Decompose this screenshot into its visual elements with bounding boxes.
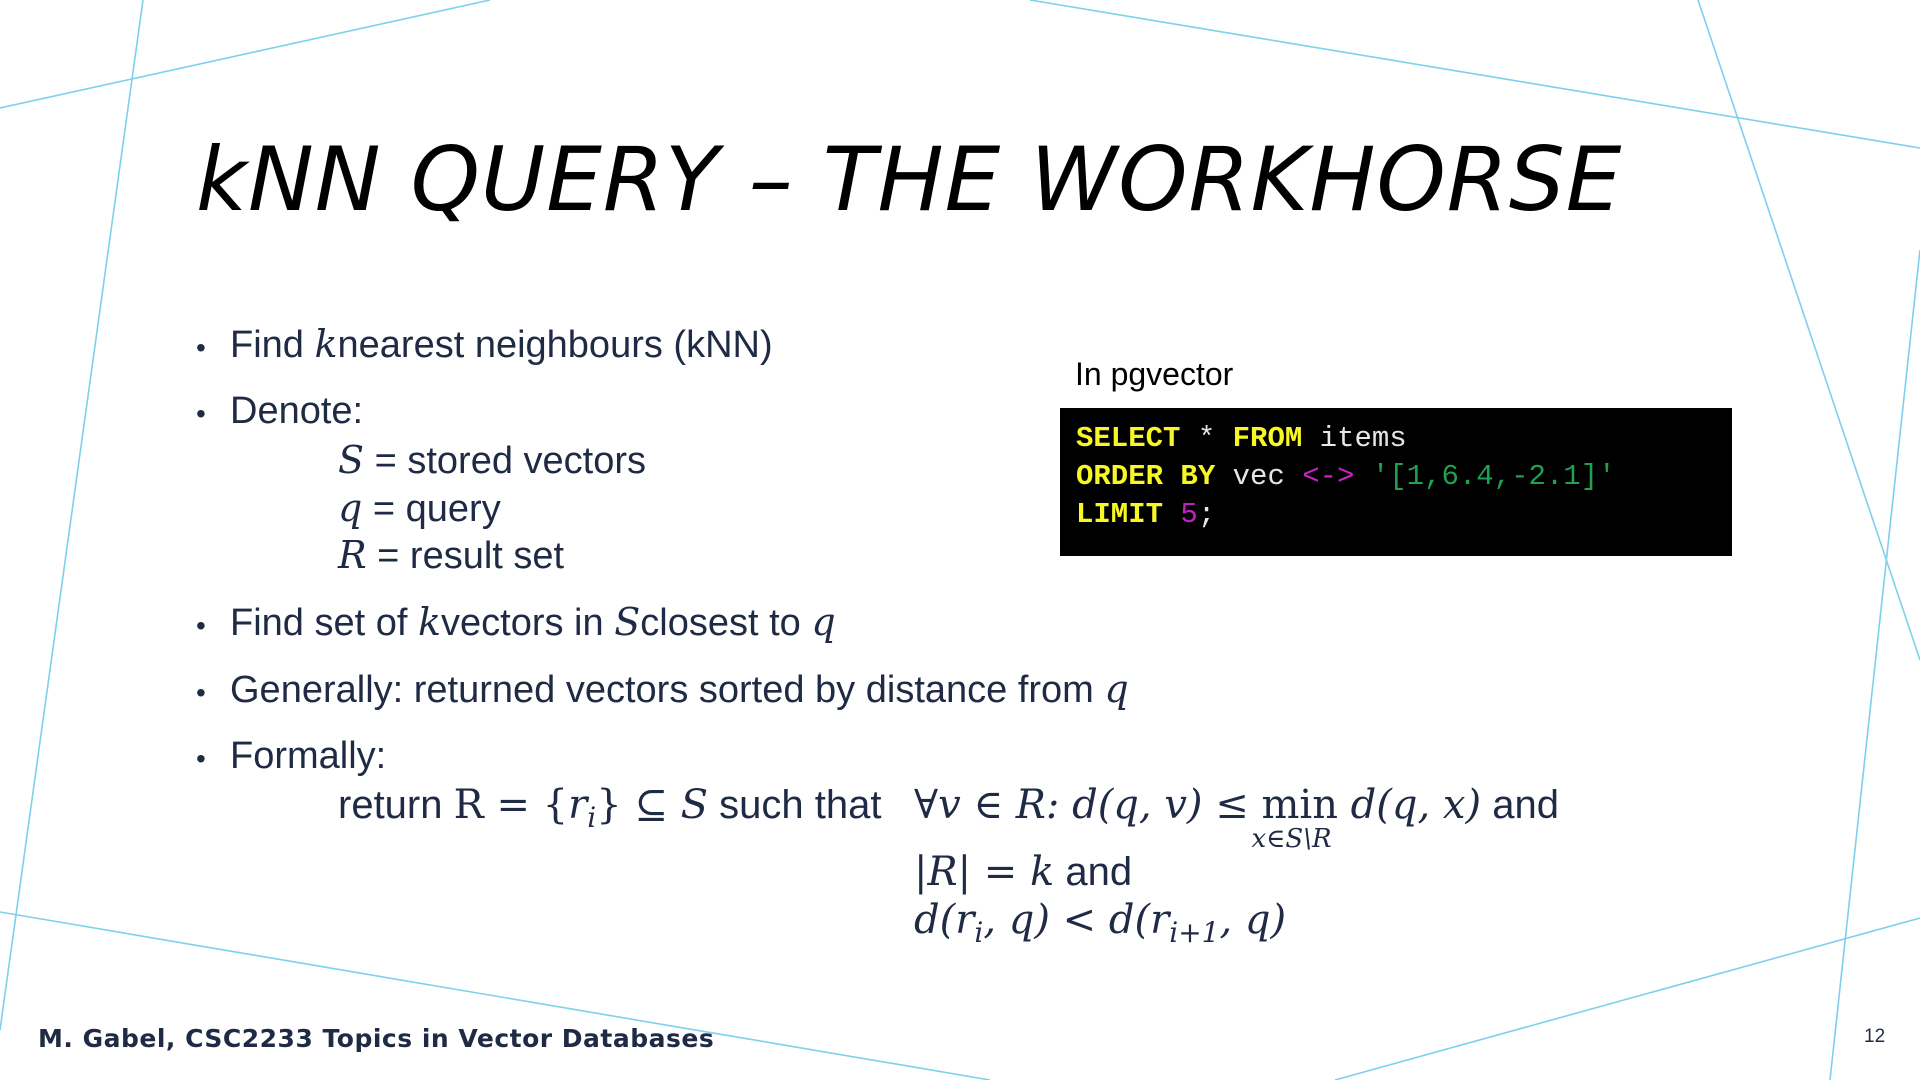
- math-expr: , q) < d(r: [983, 897, 1170, 943]
- bullet-dot: •: [196, 743, 206, 774]
- math-q: q: [338, 486, 363, 530]
- bullet-text: Find: [230, 324, 304, 366]
- code-keyword: ORDER BY: [1076, 460, 1216, 493]
- math-q: q: [1104, 667, 1129, 711]
- code-keyword: LIMIT: [1076, 498, 1164, 531]
- bullet-text: Generally: returned vectors sorted by di…: [230, 669, 1094, 711]
- bullet-text: Formally:: [230, 735, 387, 777]
- code-number: 5: [1163, 498, 1198, 531]
- math-expr: d(r: [914, 897, 975, 943]
- bullet-dot: •: [196, 610, 206, 641]
- math-s: S: [614, 600, 641, 644]
- math-cardinality-expr: |R| = k: [914, 849, 1055, 895]
- math-subscript-i: i: [587, 801, 597, 834]
- bullet-text: Find set of: [230, 602, 408, 644]
- formal-text: and: [1054, 850, 1133, 894]
- math-subscript-i1: i+1: [1169, 916, 1220, 949]
- bullet-text: Denote:: [230, 390, 364, 432]
- code-string: '[1,6.4,-2.1]': [1354, 460, 1616, 493]
- math-r: R: [338, 533, 367, 577]
- bullet-dot: •: [196, 677, 206, 708]
- math-k: k: [417, 600, 442, 644]
- math-s: S: [338, 438, 365, 482]
- math-subscript-i: i: [974, 916, 984, 949]
- math-r: r: [568, 782, 588, 828]
- denote-text: = stored vectors: [364, 440, 647, 482]
- denote-text: = result set: [366, 535, 565, 577]
- math-subset: } ⊆: [596, 782, 681, 828]
- bullet-text: nearest neighbours (kNN): [337, 324, 773, 366]
- denote-item-r: R = result set: [338, 533, 564, 578]
- math-r-eq: R = {: [453, 782, 569, 828]
- denote-item-q: q = query: [338, 486, 501, 531]
- page-number: 12: [1864, 1026, 1886, 1047]
- math-min-subscript: x∈S\R: [1251, 824, 1332, 854]
- bullet-generally: • Generally: returned vectors sorted by …: [196, 667, 1129, 712]
- code-keyword: FROM: [1232, 422, 1303, 455]
- formal-text: such that: [708, 783, 882, 827]
- bullet-find-k-nearest: • Find k nearest neighbours (kNN): [196, 322, 773, 367]
- code-text: items: [1302, 422, 1407, 455]
- slide-footer: M. Gabel, CSC2233 Topics in Vector Datab…: [38, 1024, 715, 1053]
- code-text: vec: [1215, 460, 1303, 493]
- code-text: ;: [1197, 498, 1216, 531]
- slide-title: kNN QUERY – THE WORKHORSE: [196, 128, 1623, 231]
- code-block: SELECT * FROM items ORDER BY vec <-> '[1…: [1060, 408, 1732, 556]
- math-expr: , q): [1219, 897, 1287, 943]
- math-min: min: [1261, 782, 1338, 828]
- formal-return-clause: return R = {ri} ⊆ S such that: [338, 782, 881, 834]
- math-forall-expr: ∀v ∈ R: d(q, v) ≤: [914, 782, 1262, 828]
- math-k: k: [314, 322, 338, 366]
- denote-item-s: S = stored vectors: [338, 438, 646, 483]
- code-caption: In pgvector: [1075, 356, 1234, 392]
- formal-text: and: [1481, 783, 1559, 827]
- code-keyword: SELECT: [1076, 422, 1181, 455]
- bullet-denote: • Denote:: [196, 390, 363, 433]
- code-text: *: [1180, 422, 1233, 455]
- formal-text: return: [338, 783, 454, 827]
- math-s: S: [680, 782, 709, 828]
- bullet-text: vectors in: [441, 602, 604, 644]
- math-q: q: [811, 600, 836, 644]
- formal-condition-2: |R| = k and: [914, 849, 1132, 895]
- bullet-dot: •: [196, 398, 206, 429]
- bullet-find-set: • Find set of k vectors in S closest to …: [196, 600, 836, 645]
- bullet-dot: •: [196, 332, 206, 363]
- bullet-formally: • Formally:: [196, 735, 386, 778]
- code-operator: <->: [1302, 460, 1355, 493]
- math-distance-expr: d(q, x): [1337, 782, 1482, 828]
- formal-condition-3: d(ri, q) < d(ri+1, q): [914, 897, 1286, 949]
- bullet-text: closest to: [640, 602, 801, 644]
- denote-text: = query: [362, 488, 501, 530]
